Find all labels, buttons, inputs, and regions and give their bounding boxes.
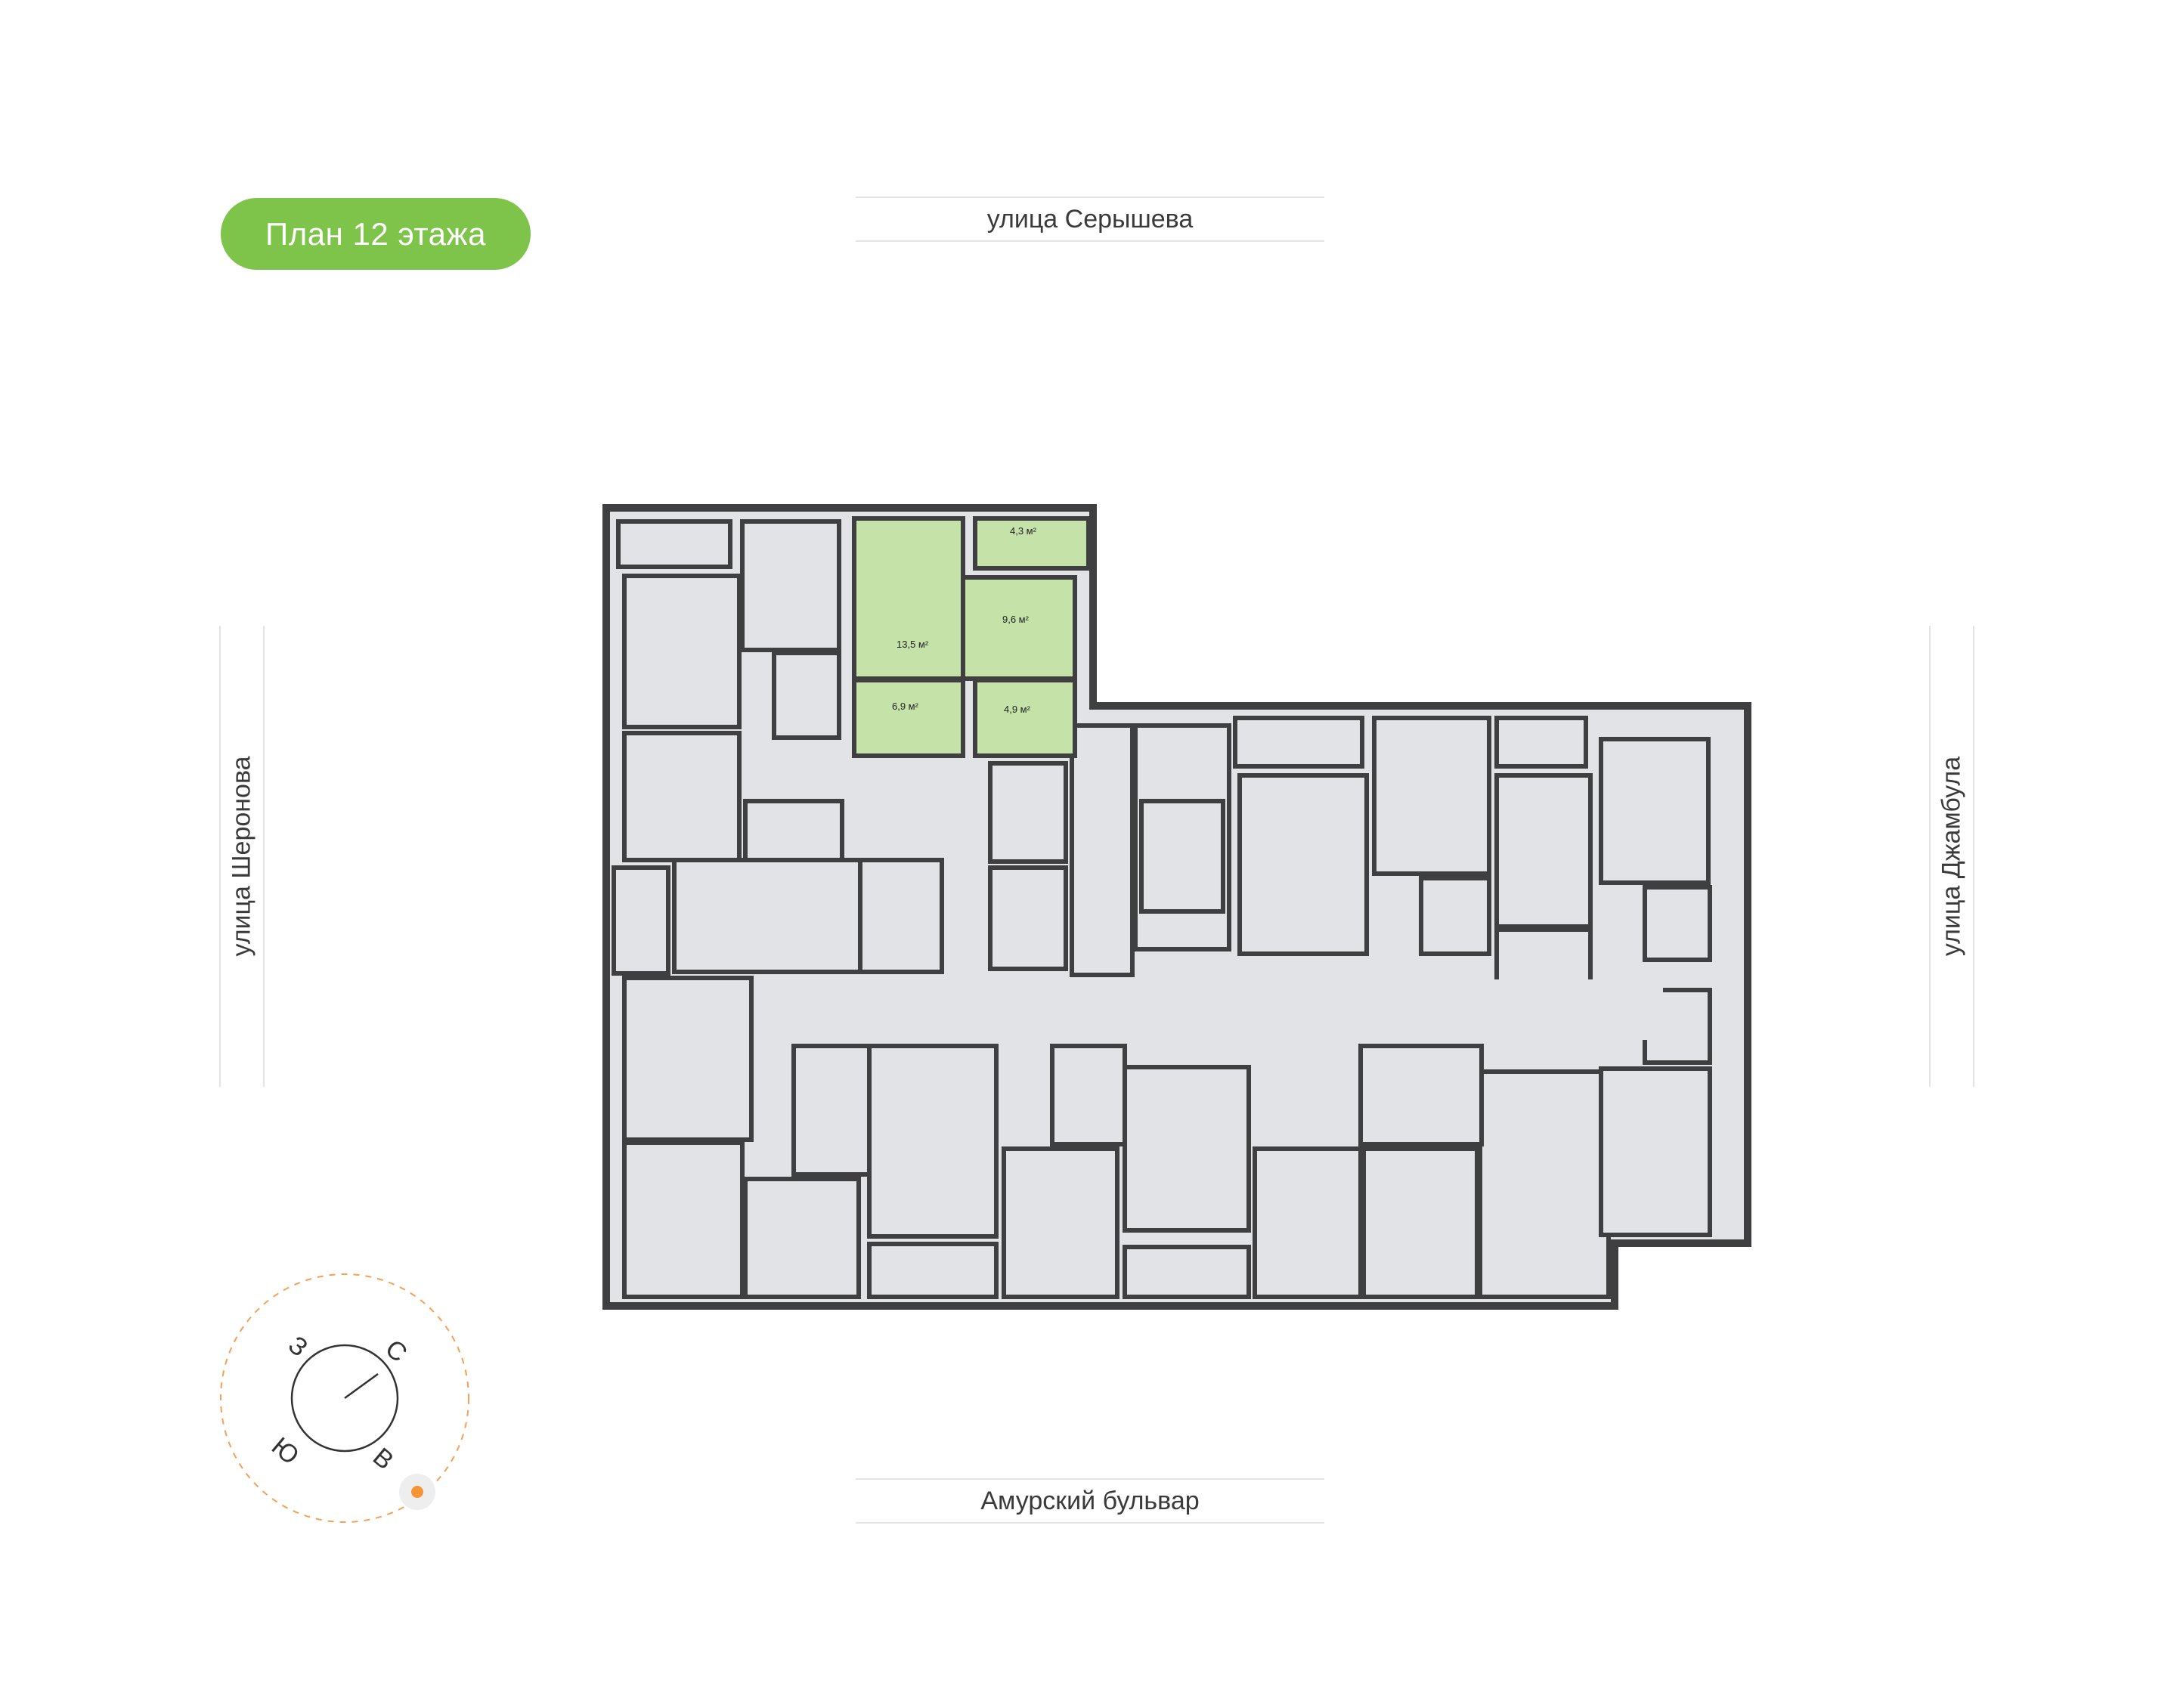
apartments: [612, 519, 1712, 1299]
compass-south: Ю: [266, 1431, 305, 1470]
street-south-label: Амурский бульвар: [980, 1486, 1200, 1515]
street-west: улица Шеронова: [219, 626, 265, 1087]
compass: С В Ю З: [220, 1273, 469, 1523]
area-bathroom: 4,9 м²: [1004, 704, 1031, 715]
room-area-labels: 4,3 м² 13,5 м² 9,6 м² 6,9 м² 4,9 м²: [892, 525, 1037, 715]
street-north: улица Серышева: [856, 196, 1324, 242]
floor-badge: План 12 этажа: [221, 198, 531, 270]
selected-apartment[interactable]: [852, 516, 1091, 758]
compass-west: З: [283, 1330, 313, 1362]
sun-icon: [411, 1486, 423, 1498]
area-room: 13,5 м²: [897, 639, 929, 650]
street-north-label: улица Серышева: [986, 204, 1194, 234]
street-south: Амурский бульвар: [856, 1478, 1324, 1524]
compass-east: В: [367, 1442, 399, 1475]
area-kitchen: 9,6 м²: [1002, 614, 1030, 625]
area-hall: 6,9 м²: [892, 701, 919, 712]
street-east: улица Джамбула: [1929, 626, 1974, 1087]
area-balcony: 4,3 м²: [1010, 525, 1037, 537]
